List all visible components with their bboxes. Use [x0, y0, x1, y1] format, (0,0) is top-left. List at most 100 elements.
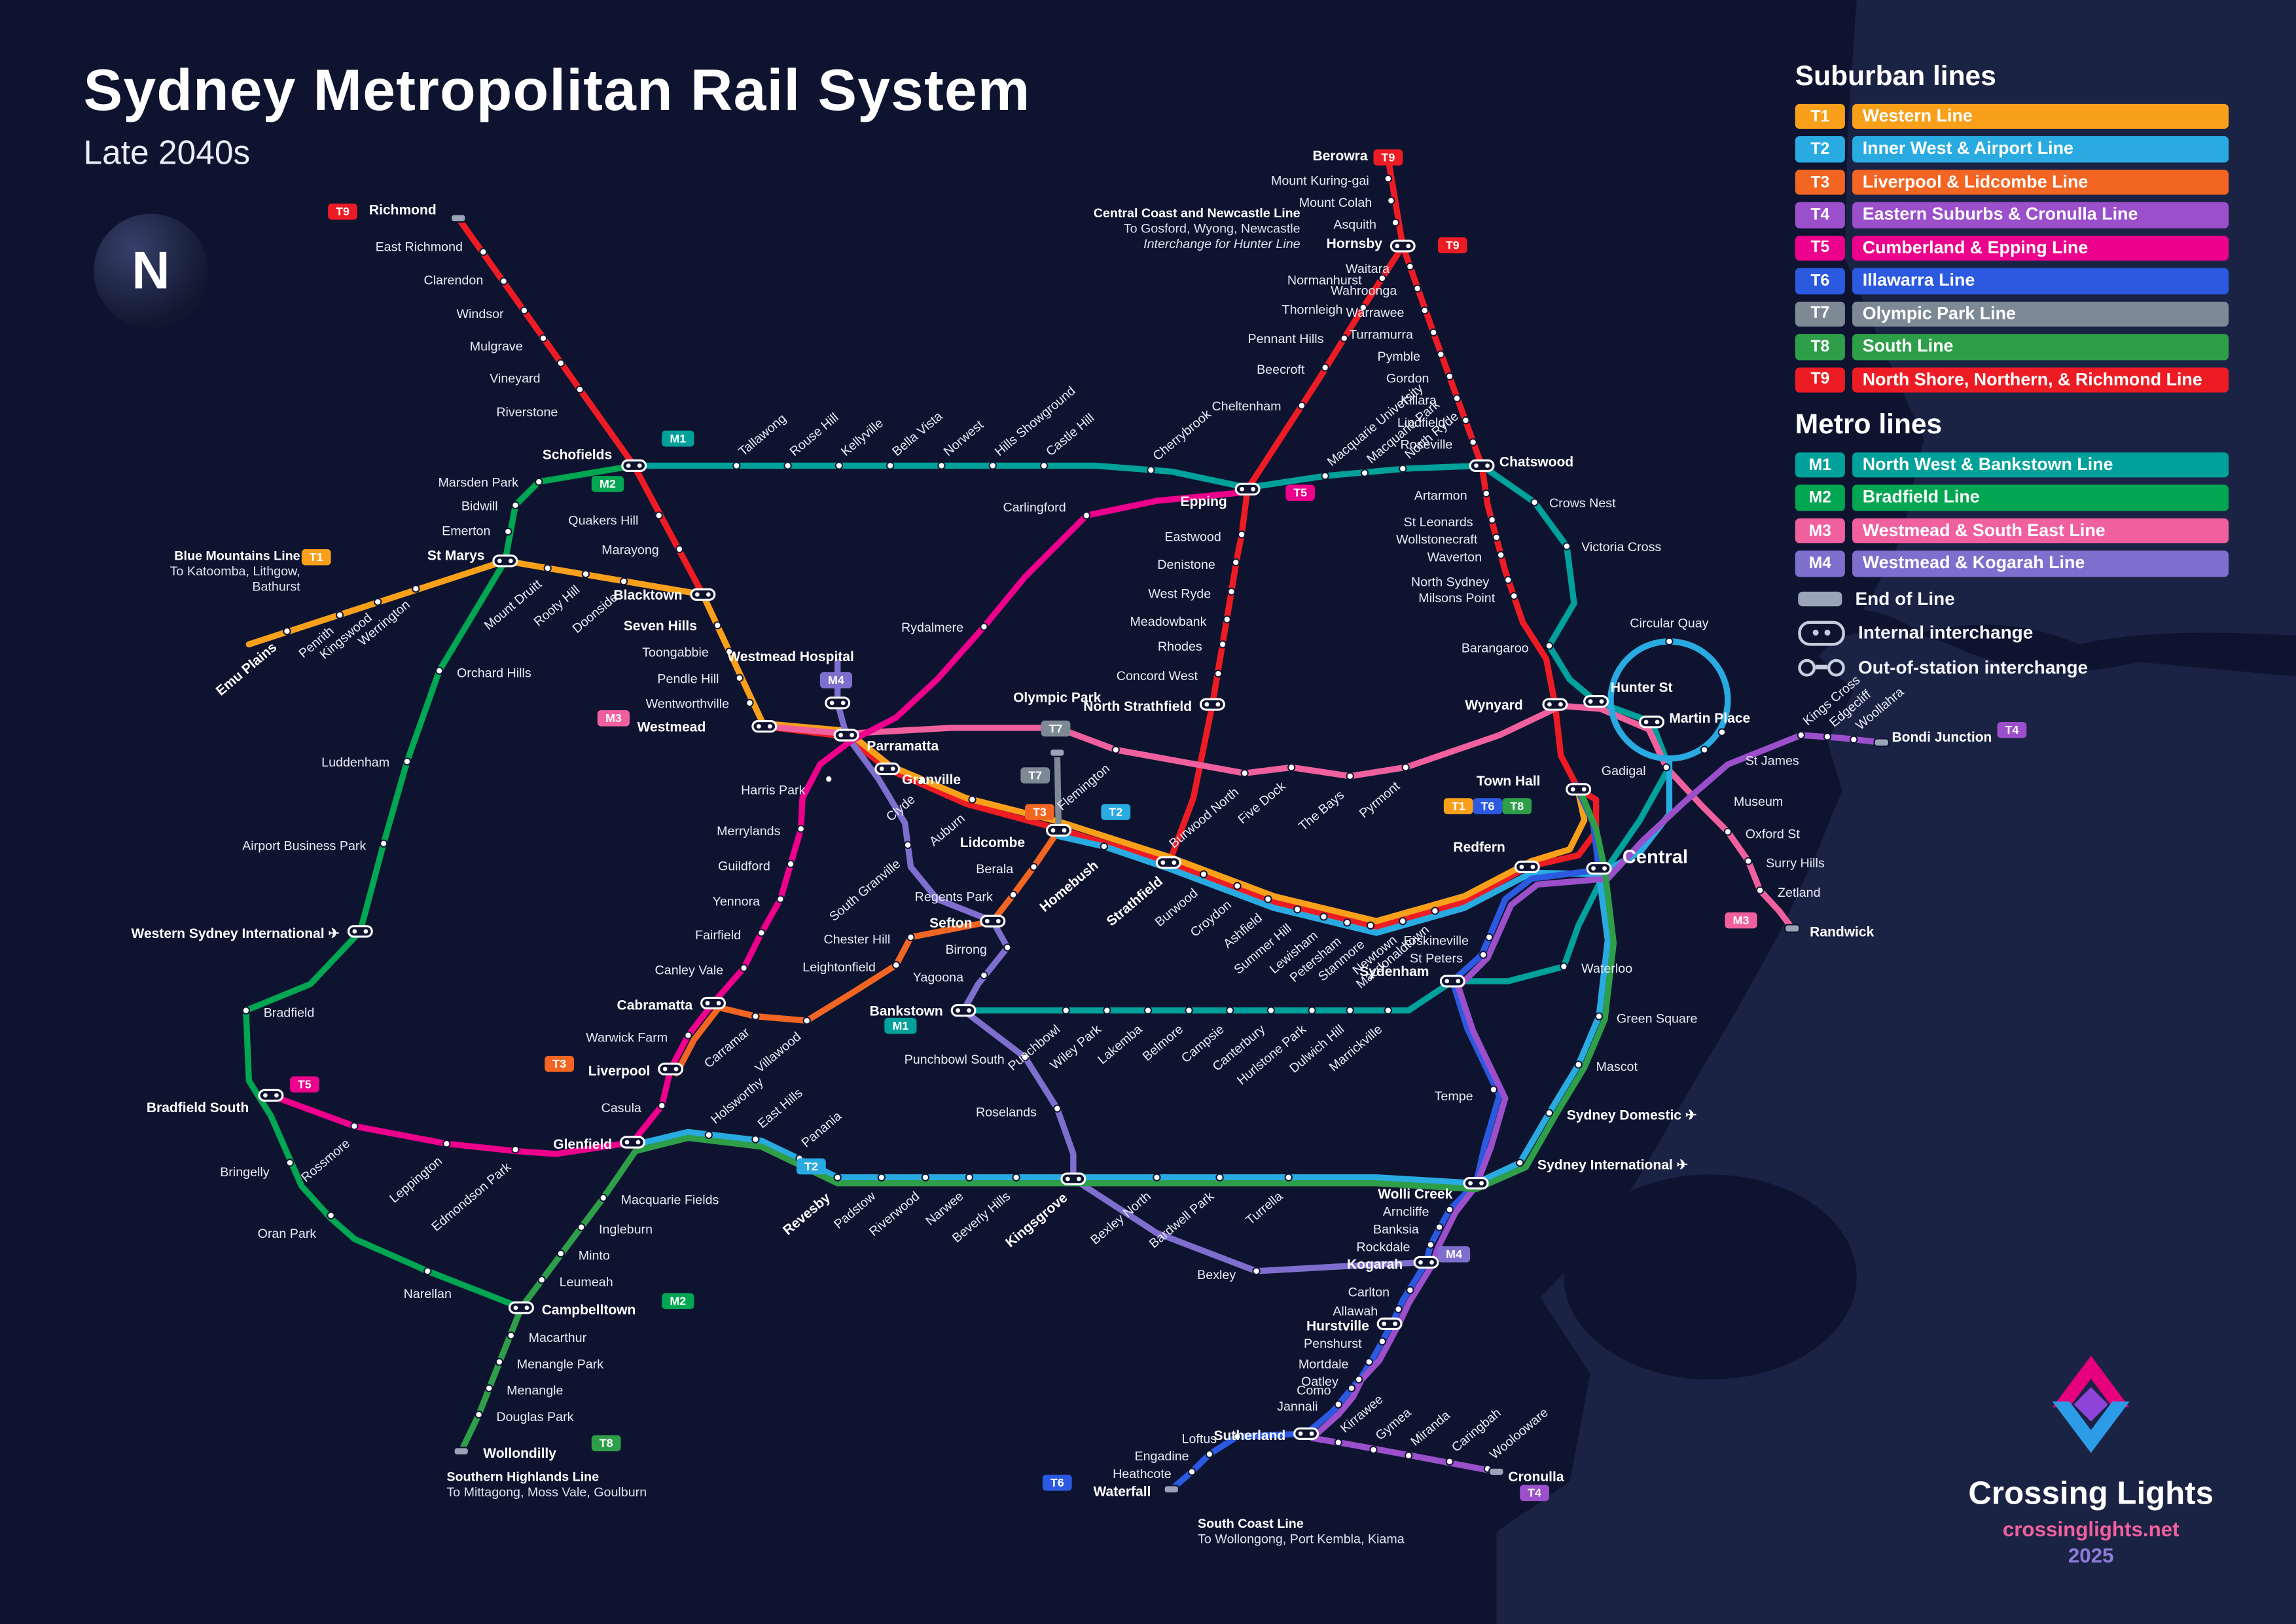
station-dot: [1321, 471, 1329, 480]
station-label: Carlton: [1348, 1286, 1390, 1300]
station-label: Emerton: [442, 524, 490, 538]
interchange-dot: [1558, 702, 1563, 707]
note-text: To Mittagong, Moss Vale, Goulburn: [446, 1485, 647, 1500]
station-dot: [757, 928, 766, 937]
station-label: Ingleburn: [599, 1222, 653, 1236]
station-dot: [1343, 918, 1352, 927]
station-dot: [1223, 615, 1231, 624]
station-label: Carramar: [702, 1025, 753, 1072]
station-dot: [1360, 469, 1369, 477]
station-label: Berowra: [1312, 149, 1367, 164]
station-label: Parramatta: [867, 739, 939, 754]
station-dot: [1387, 196, 1395, 205]
station-label: Rhodes: [1158, 640, 1202, 654]
station-label: Penshurst: [1304, 1337, 1362, 1351]
station-label: Quakers Hill: [568, 514, 638, 528]
station-dot: [575, 385, 584, 394]
end-of-line-marker: [1873, 738, 1890, 748]
interchange-marker: [347, 925, 373, 938]
station-dot: [1062, 1006, 1070, 1015]
station-dot: [1346, 1006, 1354, 1015]
station-dot: [335, 611, 344, 619]
interchange-dot: [956, 1008, 960, 1013]
interchange-dot: [513, 1305, 518, 1310]
oos-icon: [1798, 659, 1845, 676]
station-label: Riverstone: [496, 405, 558, 420]
station-label: Roseville: [1400, 437, 1452, 452]
station-label: Oxford St: [1746, 827, 1801, 841]
badge-T1: [1443, 798, 1473, 814]
station-label: Allawah: [1333, 1305, 1378, 1319]
station-label: Bondi Junction: [1892, 730, 1992, 745]
station-label: Merrylands: [717, 824, 780, 839]
note-text: To Wollongong, Port Kembla, Kiama: [1198, 1532, 1405, 1547]
station-label: Emu Plains: [213, 640, 280, 698]
interchange-marker: [950, 1004, 977, 1017]
station-dot: [1082, 511, 1091, 520]
station-dot: [499, 277, 508, 285]
interchange-dot: [1456, 979, 1461, 984]
station-label: Carlingford: [1003, 501, 1066, 515]
station-label: Erskineville: [1403, 934, 1469, 948]
interchange-marker: [751, 720, 778, 733]
badge-label-T9: T9: [1446, 239, 1460, 252]
station-label: Leightonfield: [802, 960, 876, 975]
station-label: Yennora: [713, 894, 761, 909]
legend-badge-T7: T7: [1795, 301, 1845, 327]
interchange-dot: [706, 592, 711, 597]
end-of-line-marker: [453, 1447, 470, 1456]
station-label: Wynyard: [1465, 698, 1522, 713]
interchange-marker: [1376, 1317, 1403, 1331]
station-dot: [980, 623, 988, 631]
badge-T5: [1285, 484, 1316, 501]
interchange-marker: [1542, 698, 1568, 711]
station-label: Chester Hill: [824, 932, 891, 947]
interchange-marker: [874, 762, 901, 776]
interchange-marker: [980, 914, 1006, 928]
interchange-dot: [1077, 1176, 1081, 1182]
interchange-dot: [662, 1066, 668, 1072]
station-label: Norwest: [941, 418, 987, 460]
station-label: North Sydney: [1411, 575, 1489, 590]
station-label: Cheltenham: [1211, 399, 1281, 414]
station-label: Leppington: [387, 1154, 445, 1206]
line-T7: [1054, 749, 1062, 834]
station-dot: [740, 964, 748, 972]
legend-line-name: North West & Bankstown Line: [1852, 452, 2229, 478]
interchange-dot: [1547, 702, 1552, 707]
station-dot: [1545, 1109, 1554, 1117]
station-label: Wentworthville: [646, 696, 730, 711]
badge-label-M1: M1: [670, 432, 686, 445]
station-label: Chatswood: [1499, 455, 1573, 470]
station-label: Artarmon: [1414, 489, 1467, 503]
note-text: Southern Highlands Line: [446, 1470, 599, 1485]
interchange-dot: [984, 918, 990, 924]
legend-badge-T3: T3: [1795, 170, 1845, 196]
badge-label-T8: T8: [1510, 799, 1524, 812]
badge-label-T6: T6: [1050, 1476, 1064, 1489]
interchange-dot: [756, 724, 761, 729]
station-label: Narwee: [923, 1189, 966, 1228]
station-dot: [1359, 303, 1367, 312]
badge-label-T1: T1: [310, 550, 323, 564]
station-dot: [556, 359, 565, 367]
interchange-marker: [658, 1062, 684, 1075]
station-dot: [725, 647, 734, 656]
legend-line-name: North Shore, Northern, & Richmond Line: [1852, 367, 2229, 393]
station-dot: [704, 1130, 713, 1139]
station-label: The Bays: [1296, 787, 1347, 833]
station-label: Beecroft: [1257, 363, 1305, 377]
station-dot: [658, 1101, 666, 1110]
station-dot: [520, 306, 529, 315]
station-dot: [1485, 933, 1494, 941]
station-label: Waitara: [1346, 262, 1390, 276]
station-label: Rossmore: [298, 1136, 353, 1185]
station-dot: [1431, 907, 1439, 915]
legend-badge-M1: M1: [1795, 452, 1845, 478]
interchange-marker: [833, 729, 859, 742]
station-label: Berala: [976, 862, 1013, 876]
